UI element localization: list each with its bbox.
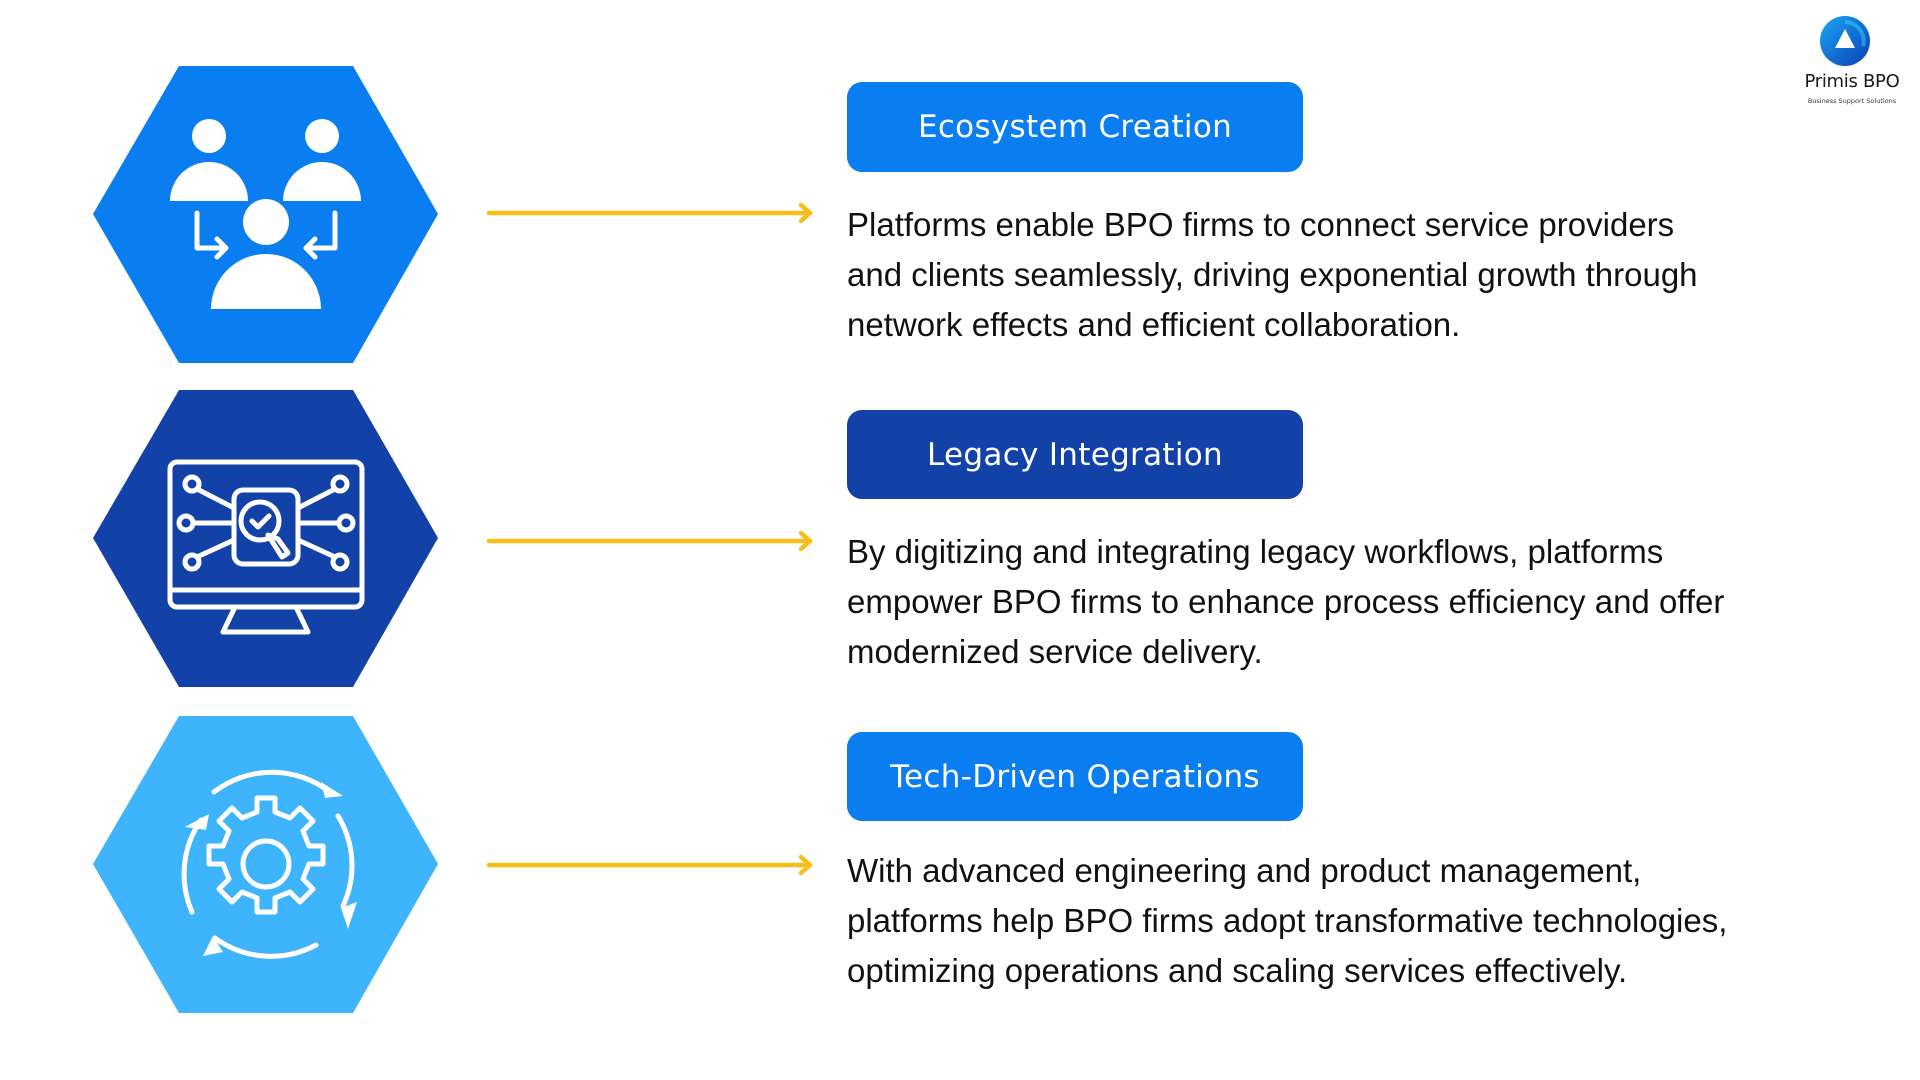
description-line: platforms help BPO firms adopt transform…: [847, 902, 1728, 939]
arrow-right-icon: [486, 202, 813, 224]
legacy-description: By digitizing and integrating legacy wor…: [847, 527, 1724, 677]
description-line: With advanced engineering and product ma…: [847, 852, 1642, 889]
description-line: and clients seamlessly, driving exponent…: [847, 256, 1698, 293]
arrow-right-icon: [486, 530, 813, 552]
primis-logo-icon: [1820, 16, 1870, 66]
logo-tagline: Business Support Solutions: [1807, 97, 1897, 105]
ecosystem-creation-label: Ecosystem Creation: [847, 82, 1303, 172]
description-line: Platforms enable BPO firms to connect se…: [847, 206, 1675, 243]
hexagon-shape: [93, 716, 438, 1013]
ecosystem-description: Platforms enable BPO firms to connect se…: [847, 200, 1698, 350]
description-line: network effects and efficient collaborat…: [847, 306, 1461, 343]
description-line: modernized service delivery.: [847, 633, 1263, 670]
ecosystem-hexagon: [93, 66, 438, 363]
description-line: empower BPO firms to enhance process eff…: [847, 583, 1725, 620]
primis-logo: Primis BPO Business Support Solutions: [1790, 14, 1914, 114]
tech-driven-operations-label: Tech-Driven Operations: [847, 732, 1303, 821]
description-line: By digitizing and integrating legacy wor…: [847, 533, 1664, 570]
tech-hexagon: [93, 716, 438, 1013]
people-network-icon: [170, 119, 361, 309]
description-line: optimizing operations and scaling servic…: [847, 952, 1628, 989]
logo-brand-name: Primis BPO: [1804, 71, 1900, 92]
gear-cycle-icon: [181, 769, 357, 959]
monitor-integration-icon: [167, 459, 365, 635]
legacy-integration-label: Legacy Integration: [847, 410, 1303, 499]
arrow-right-icon: [486, 854, 813, 876]
tech-description: With advanced engineering and product ma…: [847, 846, 1727, 996]
legacy-hexagon: [93, 390, 438, 687]
